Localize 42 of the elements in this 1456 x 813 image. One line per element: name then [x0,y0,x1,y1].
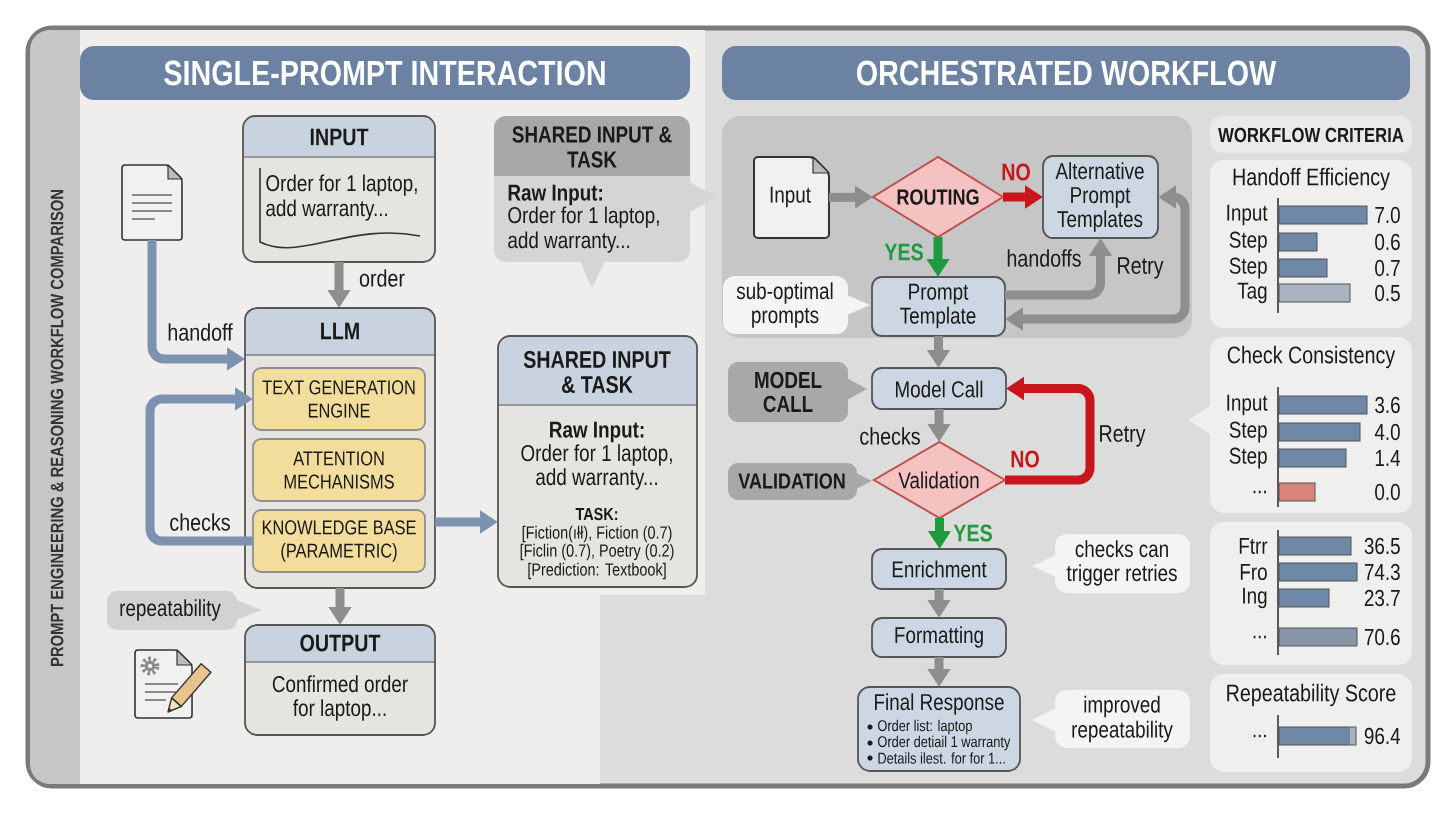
header-band: ORCHESTRATED WORKFLOW [722,46,1410,100]
callout-bubble: improved repeatability [1032,690,1190,748]
process-box: Prompt Template [871,276,1006,337]
arrow-label: Retry [1095,422,1149,450]
node-label: Order detiail 1 warranty [878,735,1011,751]
edge-label: handoff [164,320,236,344]
chart-card: Handoff Efficiency Input 7.0 Step 0.6 Step 0.7 Tag 0.5 [1210,160,1412,328]
edge-label: YES [881,240,927,264]
process-box: Enrichment [871,548,1007,590]
edge-label: YES [950,521,996,545]
callout-bubble: checks can trigger retries [1032,534,1190,593]
chart-card: Ftrr 36.5 Fro 74.3 Ing 23.7 ... 70.6 [1210,522,1412,665]
node-label: Order list: laptop [878,719,972,735]
document-icon [121,164,183,241]
component-box: ATTENTION MECHANISMS [252,438,426,502]
titled-box: INPUT Order for 1 laptop, add warranty... [242,115,436,263]
node-label: Final Response [875,693,1004,715]
process-box: Alternative Prompt Templates [1042,155,1159,239]
process-box: Model Call [871,367,1007,410]
callout-tag: MODEL CALL [728,362,867,422]
heading-pill: WORKFLOW CRITERIA [1210,116,1412,153]
node-label: Details ilest. for for 1... [878,752,1005,764]
chart-card: Repeatability Score ... 96.4 [1210,674,1412,772]
title-band: PROMPT ENGINEERING & REASONING WORKFLOW COMPARISON [30,30,80,784]
edge-label: order [356,266,408,290]
chart-card: Check Consistency Input 3.6 Step 4.0 Step 1.4 ... 0.0 [1188,337,1412,513]
process-box: Final Response Order list: laptop Order detiail 1 warranty Details ilest. for for 1... [857,686,1021,772]
header-band: SINGLE-PROMPT INTERACTION [80,46,690,100]
arrow [145,387,253,546]
process-box: Formatting [871,617,1007,658]
callout-tag: VALIDATION [728,463,872,500]
titled-box: OUTPUT Confirmed order for laptop... [244,624,436,736]
titled-box: SHARED INPUT & TASK Raw Input: Order for 1 laptop, add warranty... TASK: [Fiction(ıłł), Fiction (0.7) [Ficlin (0.7), Poetry (0.2) [Prediction: Textbook] [497,335,698,588]
edge-label: handoffs [1003,246,1085,270]
callout-bubble: repeatability [107,591,262,630]
callout-bubble: sub-optimal prompts [723,276,870,334]
component-box: KNOWLEDGE BASE (PARAMETRIC) [252,509,426,573]
callout-bubble: SHARED INPUT & TASK Raw Input: Order for 1 laptop, add warranty... [494,116,716,288]
component-box: TEXT GENERATION ENGINE [252,367,426,431]
edge-label: checks [166,510,234,534]
edge-label: NO [1007,447,1043,471]
edge-label: Retry [1113,254,1167,282]
